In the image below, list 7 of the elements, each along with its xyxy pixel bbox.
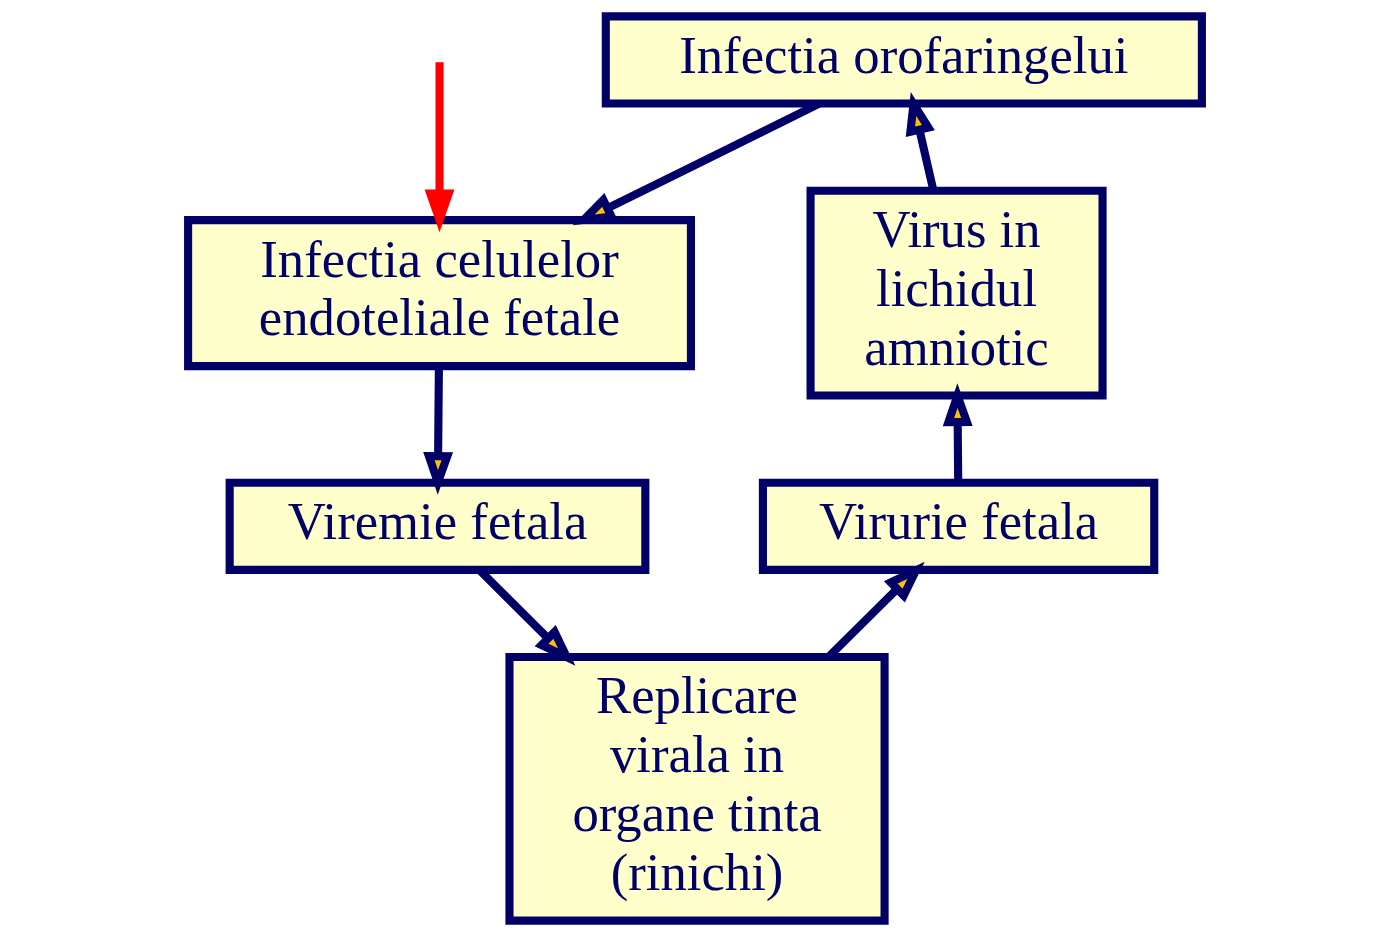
node-box: Virus in lichidul amniotic <box>806 186 1107 400</box>
node-box: Infectia celulelor endoteliale fetale <box>183 216 695 371</box>
arrow <box>424 62 454 233</box>
node-box: Infectia orofaringelui <box>601 12 1206 108</box>
node-box: Replicare virala in organe tinta (rinichi) <box>504 653 889 925</box>
node-box: Virurie fetala <box>758 478 1158 574</box>
node-box: Viremie fetala <box>225 478 649 574</box>
